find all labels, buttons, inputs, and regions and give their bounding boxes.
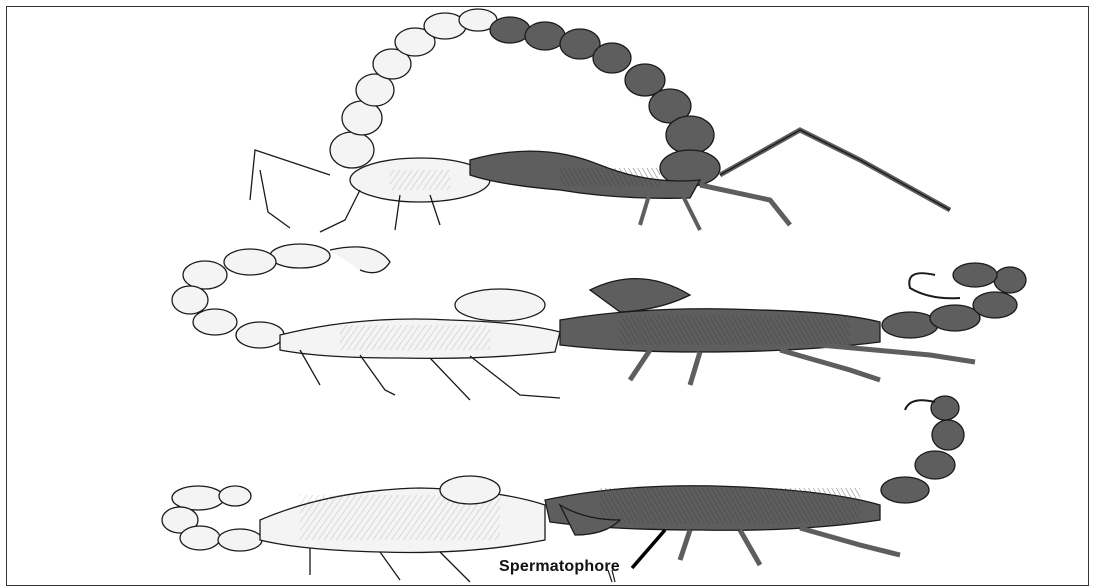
light-scorpion-top	[250, 9, 497, 232]
spermatophore-pointer	[632, 530, 665, 568]
panel-bottom	[162, 396, 964, 582]
dark-scorpion-bottom	[545, 396, 964, 565]
dark-scorpion-middle	[560, 263, 1026, 385]
panel-middle	[172, 244, 1026, 400]
panel-top	[250, 9, 950, 232]
light-scorpion-bottom	[162, 476, 545, 582]
light-scorpion-middle	[172, 244, 560, 400]
dark-scorpion-top	[470, 17, 950, 230]
spermatophore-label: Spermatophore	[499, 558, 620, 576]
